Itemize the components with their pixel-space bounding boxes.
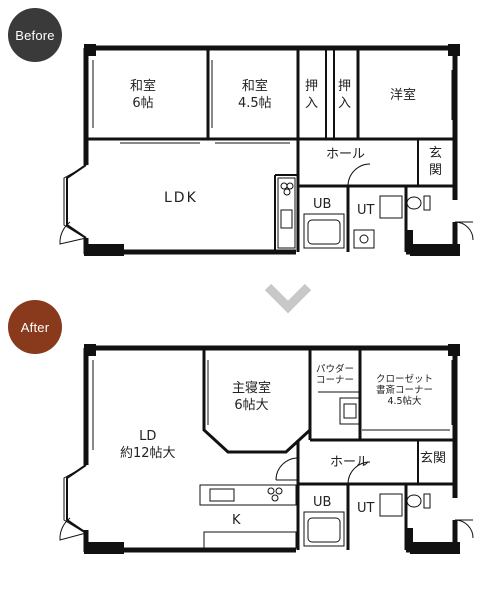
door-swing xyxy=(275,457,299,481)
bay-window xyxy=(66,164,87,239)
wall xyxy=(202,348,312,454)
sink xyxy=(209,488,235,502)
door-swing xyxy=(347,163,371,187)
after-plan xyxy=(59,344,474,554)
bay-window xyxy=(63,167,83,237)
column xyxy=(448,344,460,356)
door-swing xyxy=(59,517,87,541)
column xyxy=(84,44,96,56)
bathtub xyxy=(307,517,341,543)
room-label-ut: UT xyxy=(357,501,375,516)
washer xyxy=(353,229,375,249)
room-label-youshitsu: 洋室 xyxy=(390,88,417,103)
room-label-oshiire-2: 押入 xyxy=(338,79,352,111)
room-label-ut: UT xyxy=(357,203,375,218)
stove xyxy=(271,494,279,502)
vanity xyxy=(339,397,361,425)
column xyxy=(84,244,124,256)
column xyxy=(84,344,96,356)
door-swing xyxy=(347,461,371,485)
door-swing xyxy=(454,221,474,241)
stove xyxy=(283,188,291,196)
room-label-ub: UB xyxy=(313,197,332,212)
room-label-hall: ホール xyxy=(330,455,370,470)
bathtub xyxy=(303,511,345,547)
room-label-ldk: LDK xyxy=(164,190,198,206)
room-label-genkan: 玄関 xyxy=(429,146,443,178)
door-swing xyxy=(59,221,87,245)
room-label-k: K xyxy=(232,513,241,528)
after-badge: After xyxy=(8,300,62,354)
stove xyxy=(280,182,288,190)
column xyxy=(84,542,124,554)
hall-column xyxy=(407,230,413,250)
stove xyxy=(267,487,275,495)
vanity xyxy=(379,493,403,517)
toilet xyxy=(406,196,422,210)
vanity-sink xyxy=(343,403,357,419)
toilet-tank xyxy=(423,493,431,509)
stove xyxy=(286,182,294,190)
column xyxy=(410,542,460,554)
before-badge: Before xyxy=(8,8,62,62)
sink xyxy=(280,209,293,229)
kitchen-counter xyxy=(199,484,297,506)
before-plan xyxy=(59,44,474,256)
kitchen-counter xyxy=(277,177,296,249)
toilet-tank xyxy=(423,195,431,211)
bathtub xyxy=(307,219,341,245)
room-label-genkan: 玄関 xyxy=(420,451,447,466)
room-label-oshiire-1: 押入 xyxy=(305,79,319,111)
room-label-powder: パウダーコーナー xyxy=(316,364,355,386)
stove xyxy=(275,487,283,495)
back-counter xyxy=(203,531,297,549)
chevron-down-icon xyxy=(264,283,312,314)
vanity xyxy=(379,195,403,219)
column xyxy=(410,244,460,256)
washer xyxy=(359,234,369,244)
door-swing xyxy=(454,519,474,539)
room-label-ub: UB xyxy=(313,495,332,510)
column xyxy=(448,44,460,56)
hall-column xyxy=(407,528,413,548)
toilet xyxy=(406,494,422,508)
room-label-hall: ホール xyxy=(326,147,366,162)
bathtub xyxy=(303,213,345,249)
bay-window xyxy=(63,467,83,532)
